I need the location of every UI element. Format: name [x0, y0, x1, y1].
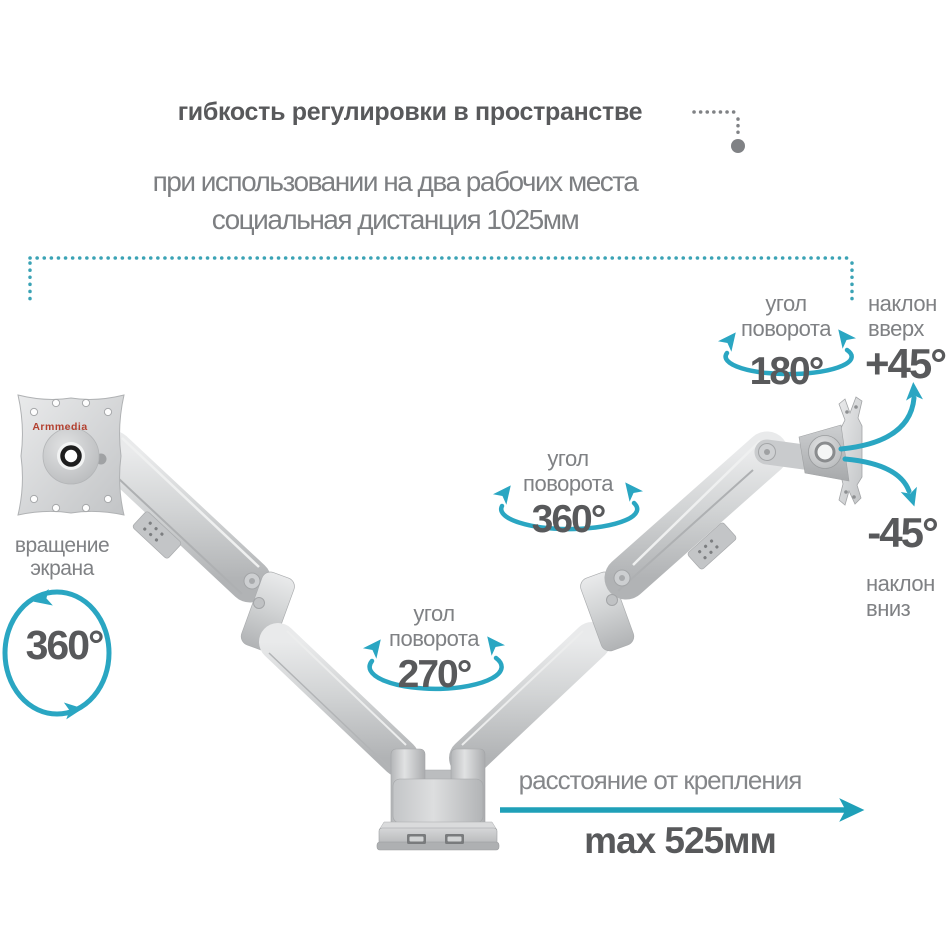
- tilt-up-value: +45°: [864, 340, 947, 387]
- rotation-circle-arrow: [2, 589, 112, 720]
- tilt-up-label: наклон вверх: [868, 291, 937, 341]
- reach-label: расстояние от крепления: [518, 765, 803, 795]
- left-arm-port-detail: [132, 511, 182, 559]
- swivel-270-label: угол поворота: [389, 601, 479, 651]
- right-monitor-head: [754, 396, 863, 506]
- subtitle-line2: социальная дистанция 1025мм: [211, 204, 580, 235]
- left-elbow-link: [240, 571, 295, 652]
- swivel-360-label: угол поворота: [523, 446, 613, 496]
- swivel-180-value: 180°: [749, 350, 825, 393]
- reach-arrow: [500, 798, 865, 822]
- title-decoration-dots: [692, 110, 745, 153]
- right-arm: [449, 431, 789, 777]
- tilt-down-label: наклон вниз: [866, 571, 935, 621]
- brand-logo: Armmedia: [32, 421, 87, 433]
- tilt-down-value: -45°: [867, 509, 939, 556]
- screen-rotation-label: вращение экрана: [14, 534, 110, 580]
- reach-value: max 525мм: [584, 820, 777, 861]
- screen-rotation-value: 360°: [25, 622, 105, 668]
- annotation-arrows: [2, 324, 923, 822]
- swivel-270-arrow: [362, 631, 506, 692]
- swivel-180-label: угол поворота: [741, 291, 831, 341]
- left-vesa-plate: Armmedia: [17, 394, 125, 516]
- tilt-down-arrow: [842, 456, 923, 510]
- desk-base: [376, 748, 500, 851]
- swivel-180-arrow: [717, 324, 857, 377]
- subtitle-line1: при использовании на два рабочих места: [152, 166, 639, 197]
- swivel-360-value: 360°: [531, 498, 607, 541]
- usb-port: [407, 834, 426, 844]
- right-elbow-link: [580, 571, 635, 652]
- page-title: гибкость регулировки в пространстве: [177, 98, 643, 126]
- left-arm: [90, 430, 419, 777]
- swivel-360-arrow: [492, 477, 644, 532]
- distance-dimension-line: [28, 256, 854, 305]
- swivel-270-value: 270°: [397, 653, 473, 696]
- right-arm-port-detail: [687, 522, 737, 570]
- usb-port: [445, 834, 464, 844]
- subtitle: при использовании на два рабочих места с…: [95, 163, 695, 239]
- tilt-up-arrow: [838, 381, 923, 452]
- monitor-arm-illustration: Armmedia: [17, 394, 863, 851]
